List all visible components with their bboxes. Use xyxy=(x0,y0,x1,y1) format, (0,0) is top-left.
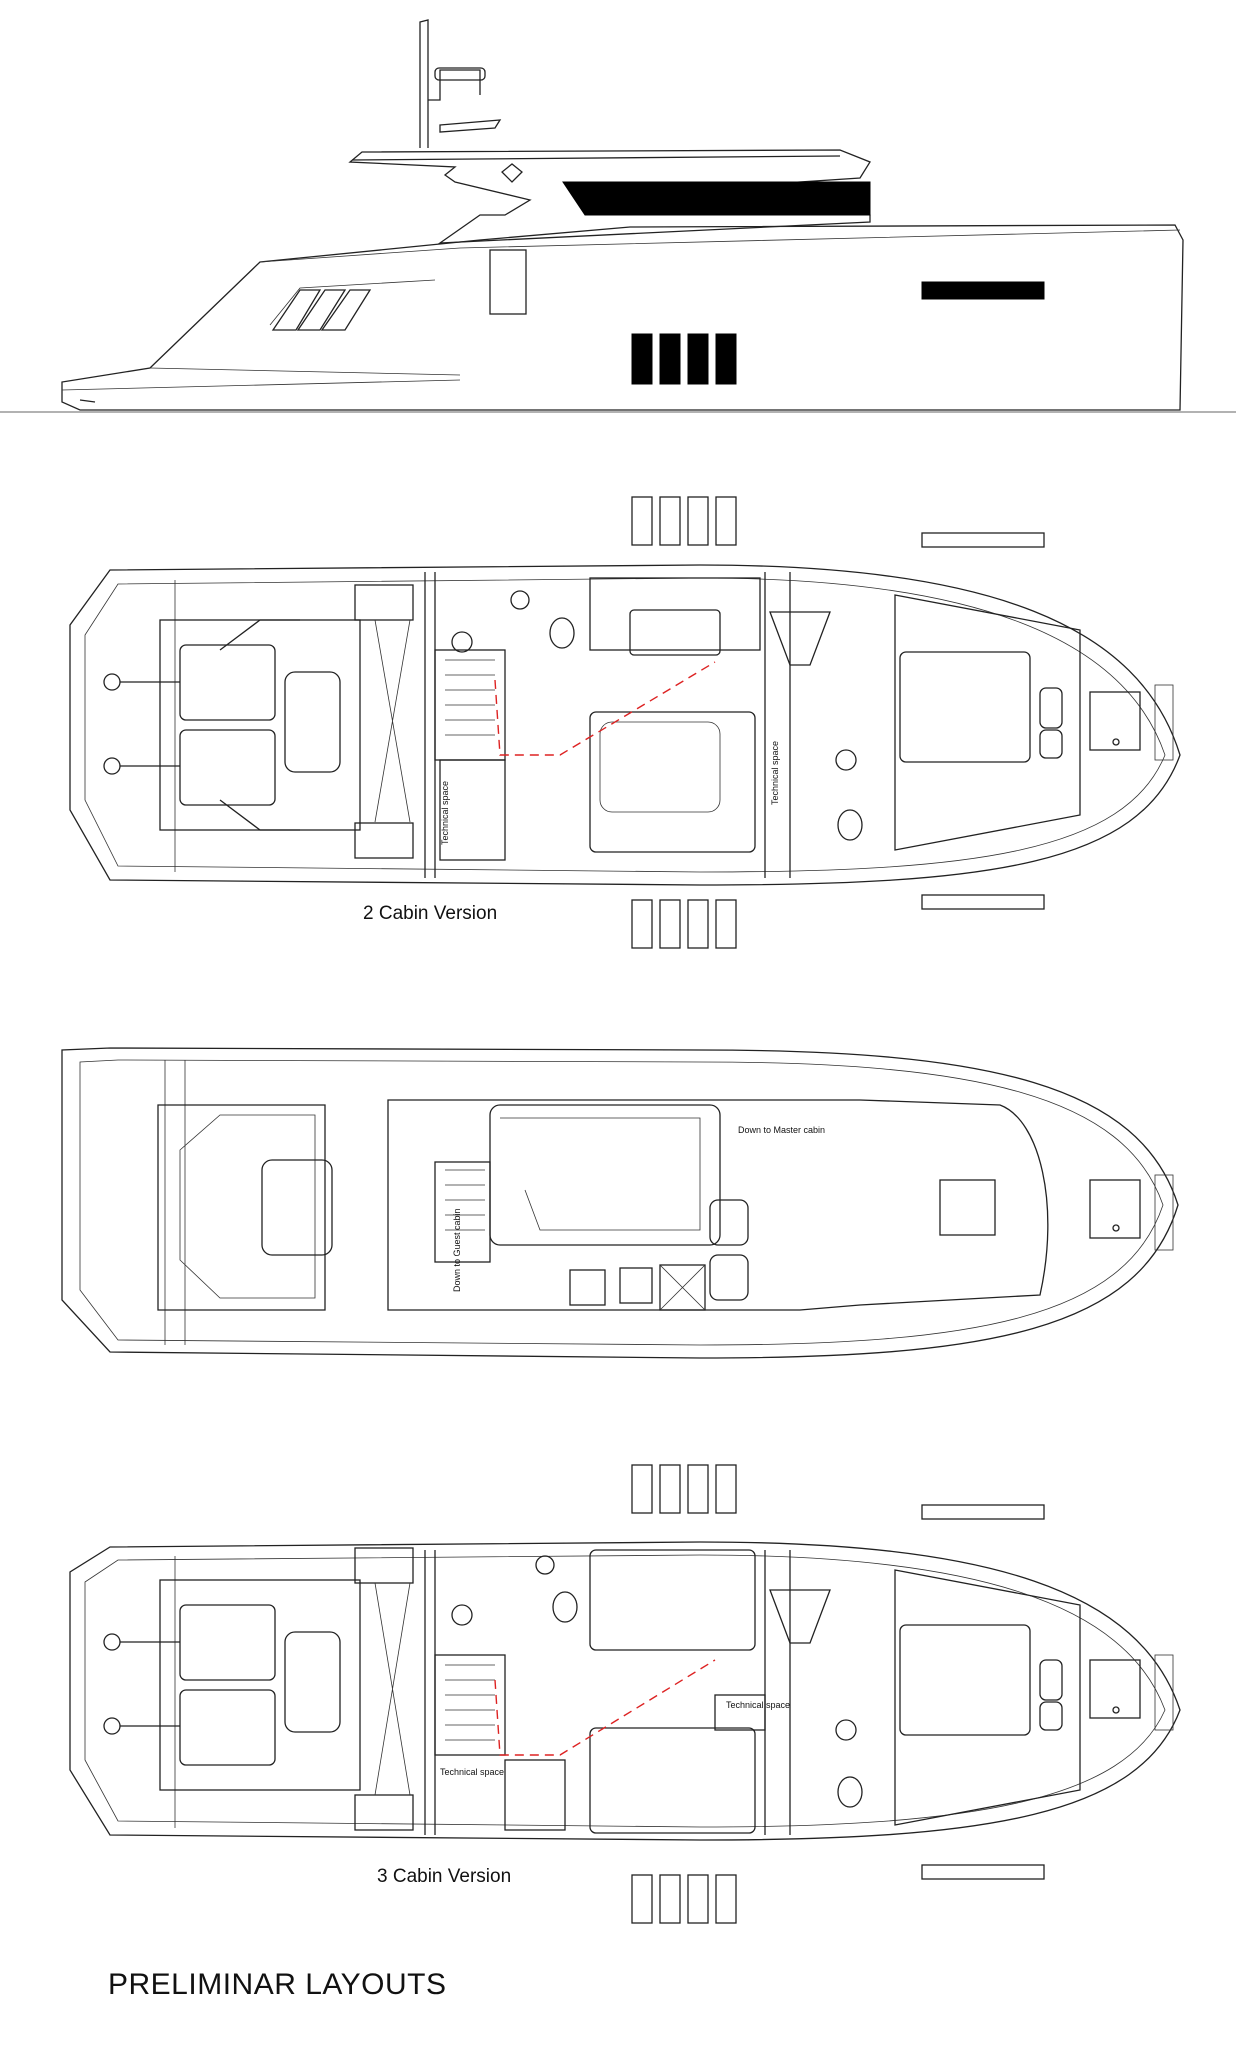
superstructure-windows xyxy=(562,181,871,216)
berth xyxy=(589,711,756,853)
hull-plan-outline xyxy=(69,564,1181,886)
helm-seat xyxy=(709,1199,749,1246)
down-to-guest-label: Down to Guest cabin xyxy=(452,1208,462,1292)
engine-room xyxy=(159,1579,361,1791)
washbasin xyxy=(510,590,530,610)
drawing-title: PRELIMINAR LAYOUTS xyxy=(108,1968,447,2001)
staircase xyxy=(434,1161,491,1263)
saloon-outline xyxy=(387,1099,1049,1311)
berth xyxy=(589,1727,756,1834)
galley-sink xyxy=(619,1267,653,1304)
hatch xyxy=(1089,1659,1141,1719)
forward-cabin xyxy=(894,594,1081,851)
side-door xyxy=(489,249,527,315)
hull-plan-outline xyxy=(61,1047,1179,1359)
technical-space-label: Technical space xyxy=(440,781,450,845)
plan-two-cabin: Technical space Technical space xyxy=(69,496,1181,949)
toilet xyxy=(837,809,863,841)
engine xyxy=(179,1604,276,1681)
berth xyxy=(899,1624,1031,1736)
dashed-path xyxy=(494,1659,716,1756)
down-to-master-label: Down to Master cabin xyxy=(738,1125,825,1135)
engine xyxy=(179,644,276,721)
settee xyxy=(629,609,721,656)
technical-space-label: Technical space xyxy=(770,741,780,805)
helm-seat xyxy=(709,1254,749,1301)
saloon-settee xyxy=(489,1104,721,1246)
engine xyxy=(179,729,276,806)
radar-mast xyxy=(419,19,429,148)
hatch xyxy=(1089,1179,1141,1239)
plan-three-cabin: Technical space Technical space xyxy=(69,1464,1181,1924)
cockpit-table xyxy=(261,1159,333,1256)
engine xyxy=(179,1689,276,1766)
side-profile-view xyxy=(0,19,1236,413)
toilet xyxy=(552,1591,578,1623)
cockpit-seating xyxy=(157,1104,326,1311)
hull-window xyxy=(715,333,737,385)
washbasin xyxy=(535,1555,555,1575)
propeller xyxy=(103,1633,121,1651)
berth xyxy=(589,1549,756,1651)
forward-cabin xyxy=(894,1569,1081,1826)
technical-space-label: Technical space xyxy=(726,1700,790,1710)
propeller xyxy=(103,1717,121,1735)
engine-room xyxy=(159,619,361,831)
hull-window xyxy=(687,333,709,385)
hull-plan-outline xyxy=(69,1541,1181,1841)
hull-window xyxy=(659,333,681,385)
berth xyxy=(899,651,1031,763)
hull-window xyxy=(631,333,653,385)
staircase xyxy=(434,1654,506,1756)
propeller xyxy=(103,757,121,775)
brand-logo xyxy=(501,163,523,183)
plan-main-deck: Down to Master cabin Down to Guest cabin xyxy=(61,1047,1179,1359)
propeller xyxy=(103,673,121,691)
hull-window-forward xyxy=(921,281,1045,300)
hull-outline xyxy=(61,224,1184,411)
toilet xyxy=(549,617,575,649)
radar-dome xyxy=(434,67,486,81)
two-cabin-caption: 2 Cabin Version xyxy=(363,903,498,924)
dashed-path xyxy=(494,661,716,756)
hatch xyxy=(939,1179,996,1236)
galley-hob xyxy=(569,1269,606,1306)
toilet xyxy=(837,1776,863,1808)
three-cabin-caption: 3 Cabin Version xyxy=(377,1866,512,1887)
technical-space-label: Technical space xyxy=(440,1767,504,1777)
hatch xyxy=(1089,691,1141,751)
